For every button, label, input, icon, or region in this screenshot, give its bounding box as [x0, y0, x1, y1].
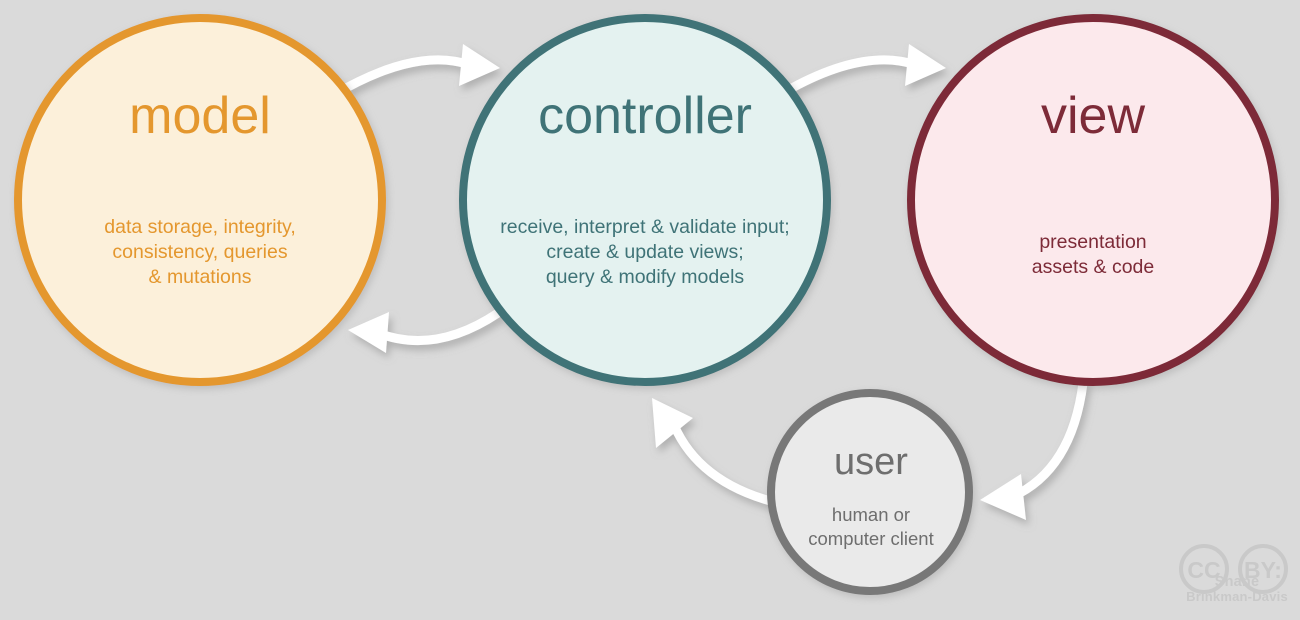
by-icon: BY:	[1238, 544, 1288, 594]
cc-icon-label: CC	[1187, 557, 1220, 583]
node-circle-controller[interactable]	[459, 14, 831, 386]
creative-commons-badge[interactable]: CC BY:	[1178, 530, 1290, 608]
arrow-view-to-user	[980, 378, 1088, 520]
node-circle-model[interactable]	[14, 14, 386, 386]
arrow-model-to-controller	[341, 44, 500, 93]
attribution-author-line2: Brinkman-Davis	[1186, 589, 1288, 604]
node-circle-user[interactable]	[767, 389, 973, 595]
by-icon-label: BY:	[1244, 557, 1282, 583]
attribution-author-line1: Shane	[1214, 574, 1260, 590]
arrow-controller-to-view	[787, 44, 946, 93]
node-layer	[14, 14, 1279, 595]
cc-icon: CC	[1179, 544, 1229, 594]
arrow-layer	[341, 44, 1088, 520]
arrow-user-to-controller	[652, 398, 787, 509]
node-circle-view[interactable]	[907, 14, 1279, 386]
arrow-controller-to-model	[348, 308, 503, 353]
